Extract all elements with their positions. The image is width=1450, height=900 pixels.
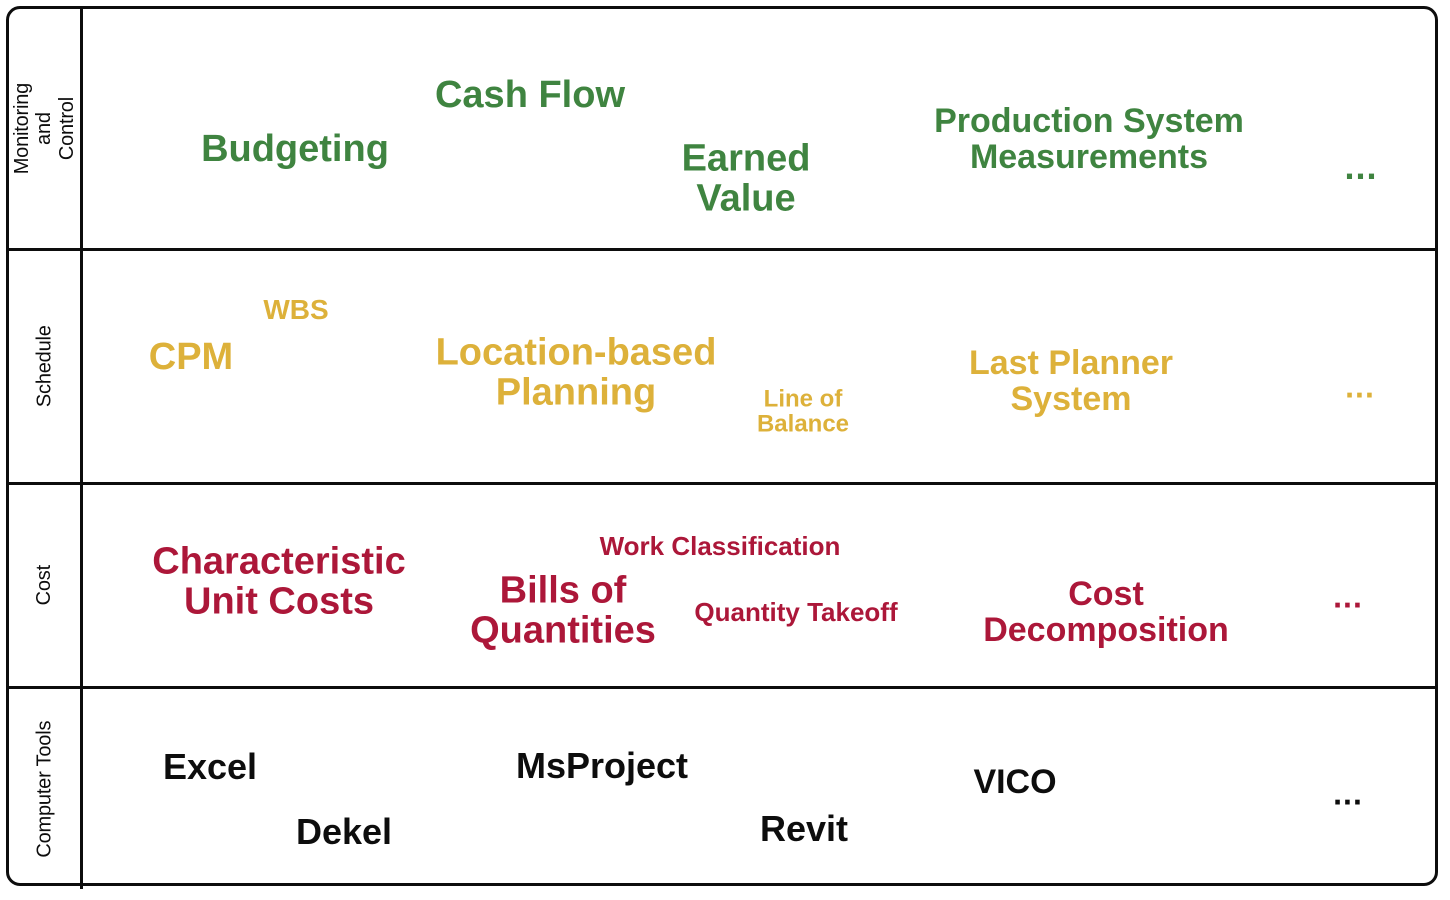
row-label-cell-computer-tools: Computer Tools bbox=[9, 689, 83, 889]
row-label-computer-tools: Computer Tools bbox=[33, 720, 56, 858]
term-wbs: WBS bbox=[263, 294, 329, 326]
term-cost-decomposition: Cost Decomposition bbox=[983, 574, 1229, 649]
term-bills-of-quantities: Bills of Quantities bbox=[470, 569, 656, 652]
row-label-monitoring-and-control: Monitoring and Control bbox=[10, 82, 78, 175]
row-label-cell-schedule: Schedule bbox=[9, 251, 83, 482]
ellipsis-monitoring-and-control: ... bbox=[1344, 146, 1378, 187]
row-content-cost: Characteristic Unit Costs Work Classifica… bbox=[83, 485, 1435, 686]
row-label-cell-cost: Cost bbox=[9, 485, 83, 686]
term-production-system-measurements: Production System Measurements bbox=[934, 101, 1244, 176]
ellipsis-schedule: ... bbox=[1345, 368, 1375, 405]
term-budgeting: Budgeting bbox=[201, 127, 389, 170]
term-vico: VICO bbox=[973, 762, 1057, 801]
matrix-row-cost: Cost Characteristic Unit Costs Work Classi… bbox=[9, 485, 1435, 689]
row-label-cell-monitoring-and-control: Monitoring and Control bbox=[9, 9, 83, 248]
term-cpm: CPM bbox=[148, 335, 234, 378]
term-quantity-takeoff: Quantity Takeoff bbox=[694, 597, 898, 628]
row-label-schedule: Schedule bbox=[33, 325, 56, 408]
term-revit: Revit bbox=[759, 807, 849, 849]
row-label-cost: Cost bbox=[33, 565, 56, 606]
term-excel: Excel bbox=[162, 745, 258, 787]
term-msproject: MsProject bbox=[515, 744, 689, 786]
term-line-of-balance: Line of Balance bbox=[756, 385, 850, 438]
ellipsis-computer-tools: ... bbox=[1333, 775, 1363, 812]
term-last-planner-system: Last Planner System bbox=[968, 343, 1174, 418]
matrix-row-monitoring-and-control: Monitoring and Control Budgeting Cash Flow… bbox=[9, 9, 1435, 251]
term-work-classification: Work Classification bbox=[599, 531, 841, 562]
term-dekel: Dekel bbox=[295, 810, 393, 852]
term-characteristic-unit-costs: Characteristic Unit Costs bbox=[152, 540, 406, 623]
capability-matrix: Monitoring and Control Budgeting Cash Flow… bbox=[6, 6, 1438, 889]
term-earned-value: Earned Value bbox=[681, 137, 811, 220]
ellipsis-cost: ... bbox=[1333, 578, 1363, 615]
term-location-based-planning: Location-based Planning bbox=[435, 331, 717, 414]
term-cash-flow: Cash Flow bbox=[434, 73, 626, 116]
